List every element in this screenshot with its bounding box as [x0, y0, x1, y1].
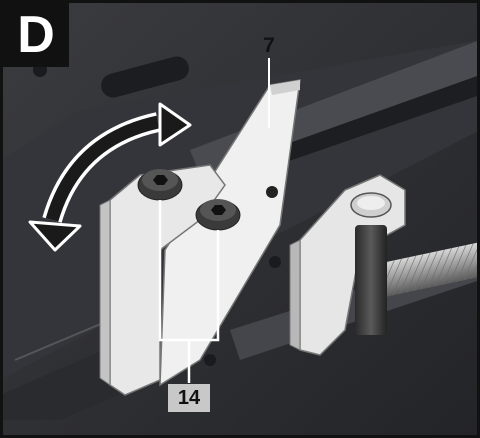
plate-hole [266, 186, 278, 198]
pin [355, 225, 387, 335]
edge-line [14, 319, 111, 361]
left-bracket [109, 164, 226, 396]
part-label-14: 14 [168, 384, 210, 412]
hex-socket-screw-icon [137, 169, 183, 201]
callout-line-14 [158, 200, 191, 383]
part-label-7: 7 [263, 34, 275, 57]
mounting-slot [101, 56, 189, 98]
curved-double-arrow-icon [28, 102, 192, 252]
hole [204, 354, 216, 366]
step-label-badge: D [3, 3, 69, 67]
hex-socket-screw-icon [195, 199, 241, 231]
hole [269, 256, 281, 268]
